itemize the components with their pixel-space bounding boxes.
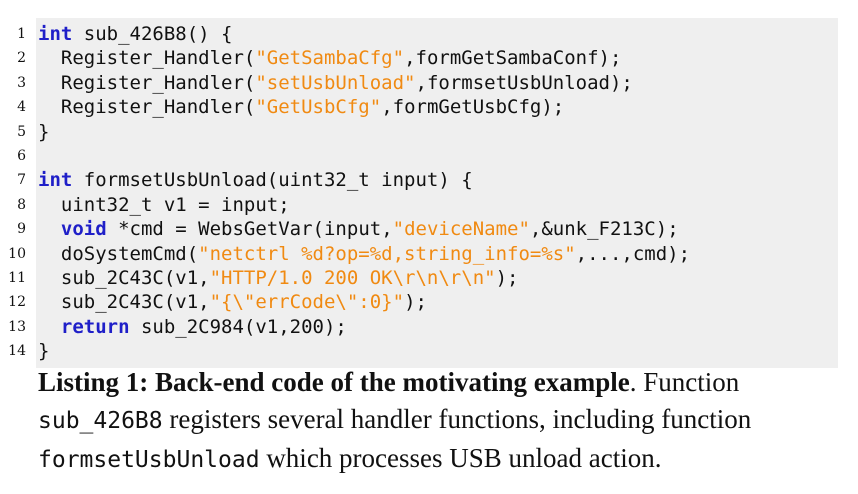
code-token: ,formsetUsbUnload); [415,71,633,94]
code-line: 12 sub_2C43C(v1,"{\"errCode\":0}"); [0,290,858,314]
code-text: sub_2C43C(v1,"HTTP/1.0 200 OK\r\n\r\n"); [38,266,519,290]
keyword-token: int [38,23,73,45]
code-text: Register_Handler("GetSambaCfg",formGetSa… [38,46,622,70]
code-line: 9 void *cmd = WebsGetVar(input,"deviceNa… [0,217,858,241]
code-text: int sub_426B8() { [38,22,232,46]
code-text: sub_2C43C(v1,"{\"errCode\":0}"); [38,290,427,314]
code-text: uint32_t v1 = input; [38,193,290,217]
code-line: 8 uint32_t v1 = input; [0,193,858,217]
caption-text: . Function [629,367,740,397]
line-number: 11 [8,270,26,286]
code-token: doSystemCmd( [38,242,199,265]
caption-text: registers several handler functions, inc… [162,404,752,434]
caption-title: Listing 1: Back-end code of the motivati… [38,367,630,397]
string-literal-token: "GetSambaCfg" [255,47,405,70]
line-number: 2 [17,50,26,67]
code-token [38,316,61,338]
code-line: 4 Register_Handler("GetUsbCfg",formGetUs… [0,95,858,119]
string-literal-token: "deviceName" [392,218,530,241]
line-number: 12 [8,294,26,311]
line-number: 5 [17,123,26,140]
line-number: 14 [8,343,26,360]
code-text: } [38,120,49,144]
string-literal-token: "HTTP/1.0 200 OK\r\n\r\n" [209,267,496,289]
string-literal-token: "setUsbUnload" [255,71,416,94]
code-token: Register_Handler( [38,47,256,70]
caption-function-name: sub_426B8 [38,408,163,434]
code-line: 14} [0,339,858,363]
line-number: 10 [8,245,26,262]
code-line: 6 [0,144,858,168]
code-line: 1 int sub_426B8() { [0,22,858,46]
code-token: ); [404,291,427,314]
code-token: } [38,120,50,143]
listing-caption: Listing 1: Back-end code of the motivati… [38,364,838,479]
line-number: 9 [17,221,26,238]
code-text: doSystemCmd("netctrl %d?op=%d,string_inf… [38,242,690,266]
line-number: 7 [17,172,26,189]
code-line: 5} [0,120,858,144]
code-token: uint32_t v1 = input; [38,193,290,216]
code-token: ,&unk_F213C); [529,218,679,241]
code-token: sub_426B8() { [72,23,233,45]
code-token: Register_Handler( [38,71,256,94]
code-token [38,218,61,240]
code-text: Register_Handler("setUsbUnload",formsetU… [38,71,633,95]
keyword-token: int [38,169,73,192]
keyword-token: void [60,218,107,241]
code-token: ,formGetSambaConf); [404,47,622,70]
line-number: 8 [17,196,26,213]
code-token: sub_2C43C(v1, [38,291,210,314]
line-number: 13 [8,318,26,335]
code-line: 11 sub_2C43C(v1,"HTTP/1.0 200 OK\r\n\r\n… [0,266,858,290]
code-token: ); [495,267,519,289]
code-token: sub_2C984(v1,200); [129,315,347,338]
code-token: *cmd = WebsGetVar(input, [106,218,393,241]
code-line: 2 Register_Handler("GetSambaCfg",formGet… [0,46,858,70]
code-line: 7 int formsetUsbUnload(uint32_t input) { [0,168,858,192]
code-token: sub_2C43C(v1, [38,267,210,289]
code-token: ,...,cmd); [575,242,691,265]
string-literal-token: "GetUsbCfg" [255,96,382,119]
code-line: 13 return sub_2C984(v1,200); [0,315,858,339]
code-token: ,formGetUsbCfg); [381,96,565,119]
code-text: int formsetUsbUnload(uint32_t input) { [38,168,473,192]
code-line: 10 doSystemCmd("netctrl %d?op=%d,string_… [0,242,858,266]
code-text: } [38,339,49,363]
code-token: Register_Handler( [38,96,256,119]
code-token: } [38,340,50,363]
line-number: 3 [17,74,26,91]
caption-function-name: formsetUsbUnload [38,447,260,473]
caption-text: which processes USB unload action. [259,443,662,473]
keyword-token: return [60,315,130,338]
code-text: void *cmd = WebsGetVar(input,"deviceName… [38,217,679,241]
code-background [36,18,838,368]
code-token: formsetUsbUnload(uint32_t input) { [72,169,473,192]
line-number: 4 [17,99,26,116]
string-literal-token: "{\"errCode\":0}" [209,291,405,314]
line-number: 1 [17,26,26,42]
code-text: return sub_2C984(v1,200); [38,315,347,339]
string-literal-token: "netctrl %d?op=%d,string_info=%s" [198,242,576,265]
code-text: Register_Handler("GetUsbCfg",formGetUsbC… [38,95,564,119]
line-number: 6 [17,148,26,164]
code-line: 3 Register_Handler("setUsbUnload",formse… [0,71,858,95]
